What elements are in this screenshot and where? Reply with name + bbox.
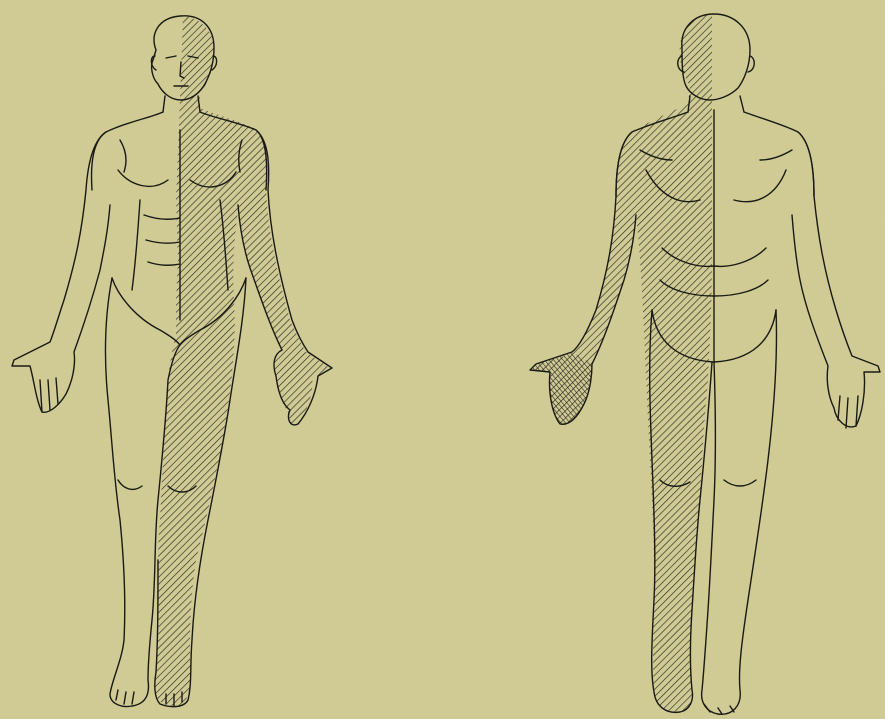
figure-canvas bbox=[0, 0, 885, 719]
dermatome-illustration bbox=[0, 0, 885, 719]
paper-texture bbox=[0, 0, 885, 719]
